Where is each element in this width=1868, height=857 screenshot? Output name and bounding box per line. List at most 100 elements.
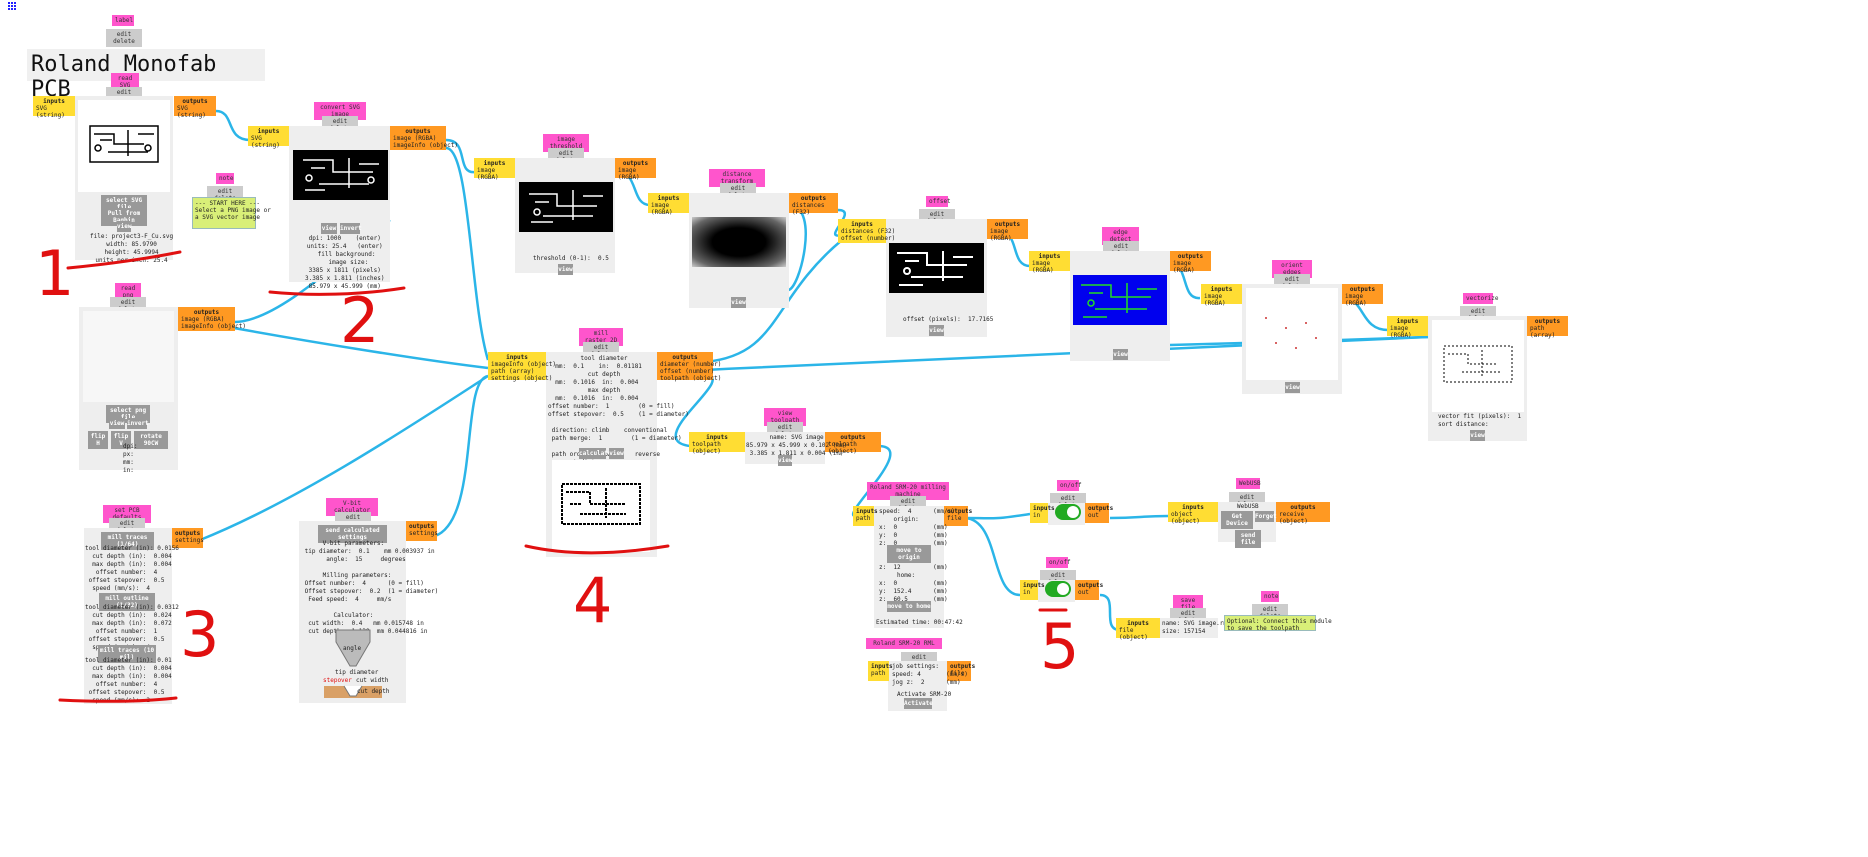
mill-traces-164-button[interactable]: mill traces (1/64): [101, 532, 154, 550]
vectorize-info[interactable]: vector fit (pixels): 1 sort distance:: [1438, 413, 1522, 428]
srm20-tag[interactable]: Roland SRM-20 milling machine: [867, 482, 949, 500]
mill-outline-132-button[interactable]: mill outline (1/32): [99, 593, 155, 611]
note-tag[interactable]: note: [216, 173, 234, 184]
mill-raster-view-button[interactable]: view: [609, 448, 624, 459]
srm20-settings[interactable]: speed: 4 (mm/s) origin: x: 0 (mm) y: 0 (…: [879, 508, 955, 603]
orient-view-button[interactable]: view: [1285, 382, 1300, 393]
onoff2-toggle[interactable]: [1045, 581, 1071, 597]
distance-view-button[interactable]: view: [731, 297, 746, 308]
label-edit-delete[interactable]: edit delete: [106, 29, 142, 47]
mill-outline-settings[interactable]: tool diameter (in): 0.0312 cut depth (in…: [85, 604, 179, 651]
label-tag[interactable]: label: [112, 15, 134, 26]
offset-view-button[interactable]: view: [929, 325, 944, 336]
forget-button[interactable]: Forget: [1255, 511, 1277, 522]
mill-traces-164-settings[interactable]: tool diameter (in): 0.0156 cut depth (in…: [85, 545, 179, 592]
flip-v-button[interactable]: flip V: [111, 431, 131, 449]
read-png-view-button[interactable]: view: [109, 418, 125, 429]
edge-view-button[interactable]: view: [1113, 349, 1128, 360]
mill-raster-tag[interactable]: mill raster 2D: [579, 328, 623, 346]
rotate-button[interactable]: rotate 90CW: [134, 431, 168, 449]
read-png-invert-button[interactable]: invert: [127, 418, 149, 429]
vbit-tag[interactable]: V-bit calculator: [326, 498, 378, 516]
vectorize-view-button[interactable]: view: [1470, 430, 1485, 441]
mill-traces-10mil-button[interactable]: mill traces (10 mil): [98, 645, 156, 663]
pull-from-bagbin-button[interactable]: Pull from Bagbin: [101, 208, 147, 226]
mill-traces-10mil-settings[interactable]: tool diameter (in): 0.01 cut depth (in):…: [85, 657, 172, 704]
read-png-tag[interactable]: read png: [115, 283, 141, 301]
app-menu-icon[interactable]: [8, 2, 16, 10]
orient-edges-tag[interactable]: orient edges: [1272, 260, 1312, 278]
offset-tag[interactable]: offset: [926, 196, 951, 207]
move-to-home-button[interactable]: move to home: [887, 601, 931, 612]
move-to-origin-button[interactable]: move to origin: [887, 545, 931, 563]
flip-h-button[interactable]: flip H: [88, 431, 108, 449]
calculate-button[interactable]: calculate: [579, 448, 612, 459]
page-title[interactable]: Roland Monofab PCB: [27, 49, 265, 102]
read-svg-tag[interactable]: read SVG: [111, 73, 139, 91]
read-svg-view-button[interactable]: view: [117, 221, 132, 232]
srm20-rml-settings[interactable]: job settings: speed: 4 (mm/s) jog z: 2 (…: [892, 663, 968, 686]
view-toolpath-view-button[interactable]: view: [778, 455, 793, 466]
activate-button[interactable]: Activate: [904, 698, 933, 709]
convert-svg-invert-button[interactable]: invert: [340, 223, 362, 234]
start-here-note[interactable]: --- START HERE --- Select a PNG image or…: [192, 197, 271, 229]
onoff1-toggle[interactable]: [1055, 504, 1081, 520]
threshold-view-button[interactable]: view: [558, 264, 573, 275]
srm20-rml-tag[interactable]: Roland SRM-20 RML: [866, 638, 942, 649]
vbit-parameters[interactable]: V-bit parameters: tip diameter: 0.1 mm 0…: [304, 540, 439, 635]
convert-svg-tag[interactable]: convert SVG image: [314, 102, 366, 120]
pcb-vector-icon: [1443, 345, 1513, 383]
convert-svg-view-button[interactable]: view: [321, 223, 337, 234]
view-toolpath-tag[interactable]: view toolpath: [764, 408, 806, 426]
distance-tag[interactable]: distance transform: [709, 169, 765, 187]
send-calculated-settings-button[interactable]: send calculated settings: [318, 525, 387, 543]
threshold-field[interactable]: threshold (0-1): 0.5: [533, 255, 609, 262]
onoff1-tag[interactable]: on/off: [1057, 480, 1082, 491]
webusb-tag[interactable]: WebUSB: [1236, 478, 1261, 489]
send-file-button[interactable]: send file: [1235, 530, 1261, 548]
offset-info[interactable]: offset (pixels): 17.7165: [903, 316, 994, 323]
optional-save-note[interactable]: Optional: Connect this module to save th…: [1224, 615, 1332, 632]
threshold-tag[interactable]: image threshold: [543, 134, 589, 152]
onoff2-tag[interactable]: on/off: [1046, 557, 1071, 568]
note2-tag[interactable]: note: [1261, 591, 1279, 602]
edge-detect-tag[interactable]: edge detect: [1102, 227, 1139, 245]
vectorize-tag[interactable]: vectorize: [1463, 293, 1499, 304]
get-device-button[interactable]: Get Device: [1221, 511, 1253, 529]
pcb-threshold-icon: [529, 190, 603, 223]
